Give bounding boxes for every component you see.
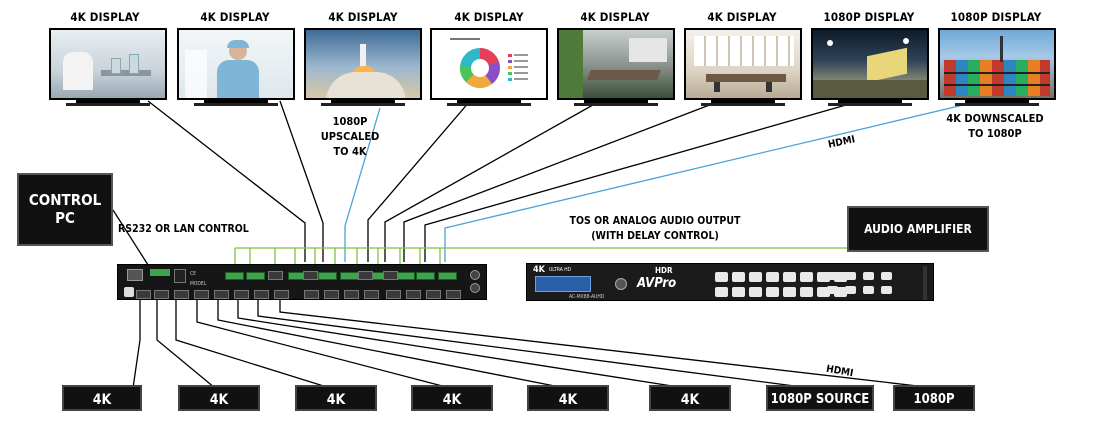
- display-7: [811, 28, 929, 108]
- audio-amplifier: AUDIO AMPLIFIER: [847, 206, 989, 252]
- output-cable-2: [279, 100, 324, 262]
- source-7: 1080P SOURCE: [766, 385, 874, 411]
- output-cable-5: [384, 100, 601, 262]
- output-cable-8: [444, 100, 981, 262]
- input-cable-7: [257, 298, 811, 389]
- input-cable-4: [196, 298, 451, 389]
- display-screen-office: [684, 28, 802, 100]
- control-cable: [112, 209, 151, 269]
- input-cable-6: [237, 298, 686, 389]
- audio-output-label: TOS OR ANALOG AUDIO OUTPUT (WITH DELAY C…: [569, 215, 741, 242]
- display-screen-doctor: [177, 28, 295, 100]
- power-switch: [174, 269, 186, 283]
- ultra-hd-label: ULTRA HD: [549, 267, 572, 273]
- input-cable-1: [132, 298, 141, 389]
- display-label-6: 4K DISPLAY: [707, 10, 777, 24]
- input-cable-5: [217, 298, 566, 389]
- source-1: 4K SOURCE: [62, 385, 142, 434]
- brand-logo: AVPro: [637, 276, 677, 291]
- display-screen-containers: [938, 28, 1056, 100]
- input-cable-3: [175, 298, 331, 389]
- source-2: 4K SOURCE: [178, 385, 260, 434]
- lan-port: [127, 269, 143, 281]
- display-label-8: 1080P DISPLAY: [950, 10, 1042, 24]
- control-pc: CONTROL PC: [17, 173, 113, 246]
- matrix-front-panel: 4K ULTRA HD AC-MX88-AUHD HDR AVPro: [526, 263, 934, 301]
- display-screen-rocket: [304, 28, 422, 100]
- output-cable-3: [344, 107, 381, 262]
- downscaled-note: 4K DOWNSCALED TO 1080P: [946, 112, 1044, 140]
- display-label-2: 4K DISPLAY: [200, 10, 270, 24]
- source-5: 4K SOURCE: [527, 385, 609, 434]
- display-label-4: 4K DISPLAY: [454, 10, 524, 24]
- upscaled-note: 1080P UPSCALED TO 4K: [320, 115, 380, 158]
- output-cable-1: [147, 100, 306, 262]
- display-label-7: 1080P DISPLAY: [823, 10, 915, 24]
- display-8: [938, 28, 1056, 108]
- rs232-label: RS232 OR LAN CONTROL: [118, 223, 249, 235]
- display-screen-stadium: [811, 28, 929, 100]
- control-knob: [615, 278, 627, 290]
- power-icon: [124, 287, 134, 297]
- input-cable-8: [279, 298, 936, 389]
- source-4: 4K SOURCE: [411, 385, 493, 434]
- matrix-rear-panel: CE MODEL: [117, 264, 487, 300]
- display-label-3: 4K DISPLAY: [328, 10, 398, 24]
- display-screen-lab: [49, 28, 167, 100]
- source-6: 4K SOURCE: [649, 385, 731, 434]
- input-cable-2: [156, 298, 216, 389]
- display-6: [684, 28, 802, 108]
- model-label: AC-MX88-AUHD: [569, 294, 605, 300]
- lcd-display: [535, 276, 591, 292]
- display-label-1: 4K DISPLAY: [70, 10, 140, 24]
- display-label-5: 4K DISPLAY: [580, 10, 650, 24]
- source-3: 4K SOURCE: [295, 385, 377, 434]
- display-1: [49, 28, 167, 108]
- display-screen-meeting: [557, 28, 675, 100]
- hdr-label: HDR: [655, 266, 673, 275]
- display-4: [430, 28, 548, 108]
- output-cable-7: [424, 100, 861, 262]
- source-8: 1080P SOURCE: [893, 385, 975, 433]
- display-3: [304, 28, 422, 108]
- display-2: [177, 28, 295, 108]
- display-screen-donut: [430, 28, 548, 100]
- display-5: [557, 28, 675, 108]
- brand-badge-4k: 4K: [533, 265, 545, 275]
- rs232-port: [150, 269, 170, 276]
- output-cable-6: [403, 100, 721, 262]
